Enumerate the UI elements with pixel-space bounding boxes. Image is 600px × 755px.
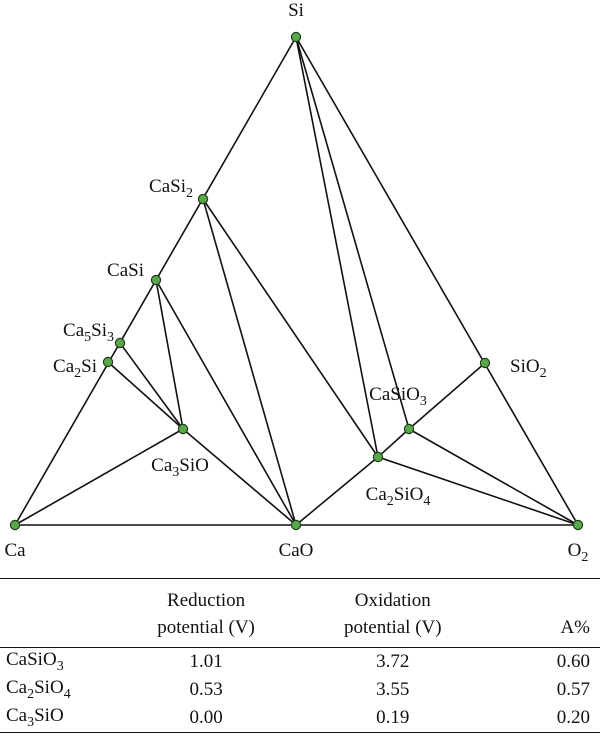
header-reduction-potential: Reduction potential (V) <box>122 579 289 648</box>
phase-label-casi: CaSi <box>107 260 144 281</box>
tie-line-ca3sio-ca <box>14 428 184 526</box>
header-reduction-line2: potential (V) <box>157 617 255 638</box>
cell-reduction-potential: 1.01 <box>189 651 223 672</box>
tie-line-casi-ca3sio <box>155 279 184 430</box>
phase-point-ca5si3 <box>114 337 126 349</box>
header-oxidation-line2: potential (V) <box>343 617 442 638</box>
cell-compound: Ca3SiO <box>6 705 64 730</box>
tie-line-casi2-cao <box>202 198 297 526</box>
phase-label-cao: CaO <box>279 540 314 561</box>
tie-line-ca2sio4-o2 <box>377 456 579 526</box>
tie-line-ca3sio-cao <box>182 428 297 526</box>
phase-label-casi2: CaSi2 <box>149 176 193 201</box>
tie-line-cao-ca2sio4 <box>295 456 379 526</box>
cell-reduction-potential: 0.53 <box>189 679 223 700</box>
phase-points <box>9 31 584 531</box>
cell-a-percent: 0.60 <box>556 651 590 672</box>
tie-line-ca2sio4-casio3 <box>377 428 410 458</box>
table-row: Ca2SiO4 0.53 3.55 0.57 <box>0 676 600 704</box>
phase-label-ca3sio: Ca3SiO <box>151 455 209 480</box>
phase-label-si: Si <box>288 0 304 21</box>
phase-point-ca2sio4 <box>372 451 384 463</box>
cell-compound: CaSiO3 <box>6 649 64 674</box>
cell-reduction-potential: 0.00 <box>189 707 223 728</box>
tie-line-si-ca2sio4 <box>295 36 379 458</box>
potential-table: Reduction potential (V) Oxidation potent… <box>0 578 600 733</box>
phase-point-ca <box>9 519 21 531</box>
table-row: CaSiO3 1.01 3.72 0.60 <box>0 648 600 677</box>
phase-point-ca3sio <box>177 423 189 435</box>
header-compound <box>0 579 122 648</box>
table-header-row: Reduction potential (V) Oxidation potent… <box>0 578 600 648</box>
tie-line-ca2si-ca3sio <box>107 361 184 430</box>
phase-point-casi2 <box>197 193 209 205</box>
table-row: Ca3SiO 0.00 0.19 0.20 <box>0 704 600 733</box>
cell-oxidation-potential: 3.55 <box>376 679 410 700</box>
phase-label-ca: Ca <box>4 540 26 561</box>
tie-line-casi-cao <box>155 279 297 526</box>
tie-line-ca5si3-ca3sio <box>119 342 184 430</box>
cell-compound: Ca2SiO4 <box>6 677 71 702</box>
tie-line-si-o2 <box>295 36 579 526</box>
phase-point-cao <box>290 519 302 531</box>
header-oxidation-line1: Oxidation <box>354 590 431 611</box>
cell-oxidation-potential: 0.19 <box>376 707 410 728</box>
header-reduction-line1: Reduction <box>167 590 246 611</box>
phase-point-si <box>290 31 302 43</box>
phase-label-ca2si: Ca2Si <box>53 356 97 381</box>
header-oxidation-potential: Oxidation potential (V) <box>290 579 496 648</box>
header-a-percent: A% <box>560 617 590 638</box>
tie-lines <box>14 36 579 526</box>
phase-label-ca5si3: Ca5Si3 <box>63 320 114 345</box>
phase-label-o2: O2 <box>568 540 589 565</box>
cell-a-percent: 0.57 <box>556 679 590 700</box>
tie-line-casio3-sio2 <box>408 362 486 430</box>
tie-line-casio3-o2 <box>408 428 579 526</box>
phase-point-casio3 <box>403 423 415 435</box>
phase-point-o2 <box>572 519 584 531</box>
tie-line-casi2-ca2sio4 <box>202 198 379 458</box>
tie-line-si-casio3 <box>295 36 410 430</box>
phase-point-ca2si <box>102 356 114 368</box>
phase-label-ca2sio4: Ca2SiO4 <box>366 484 431 509</box>
phase-point-sio2 <box>479 357 491 369</box>
phase-point-casi <box>150 274 162 286</box>
phase-label-sio2: SiO2 <box>510 356 547 381</box>
phase-label-casio3: CaSiO3 <box>369 384 427 409</box>
cell-a-percent: 0.20 <box>556 707 590 728</box>
cell-oxidation-potential: 3.72 <box>376 651 410 672</box>
